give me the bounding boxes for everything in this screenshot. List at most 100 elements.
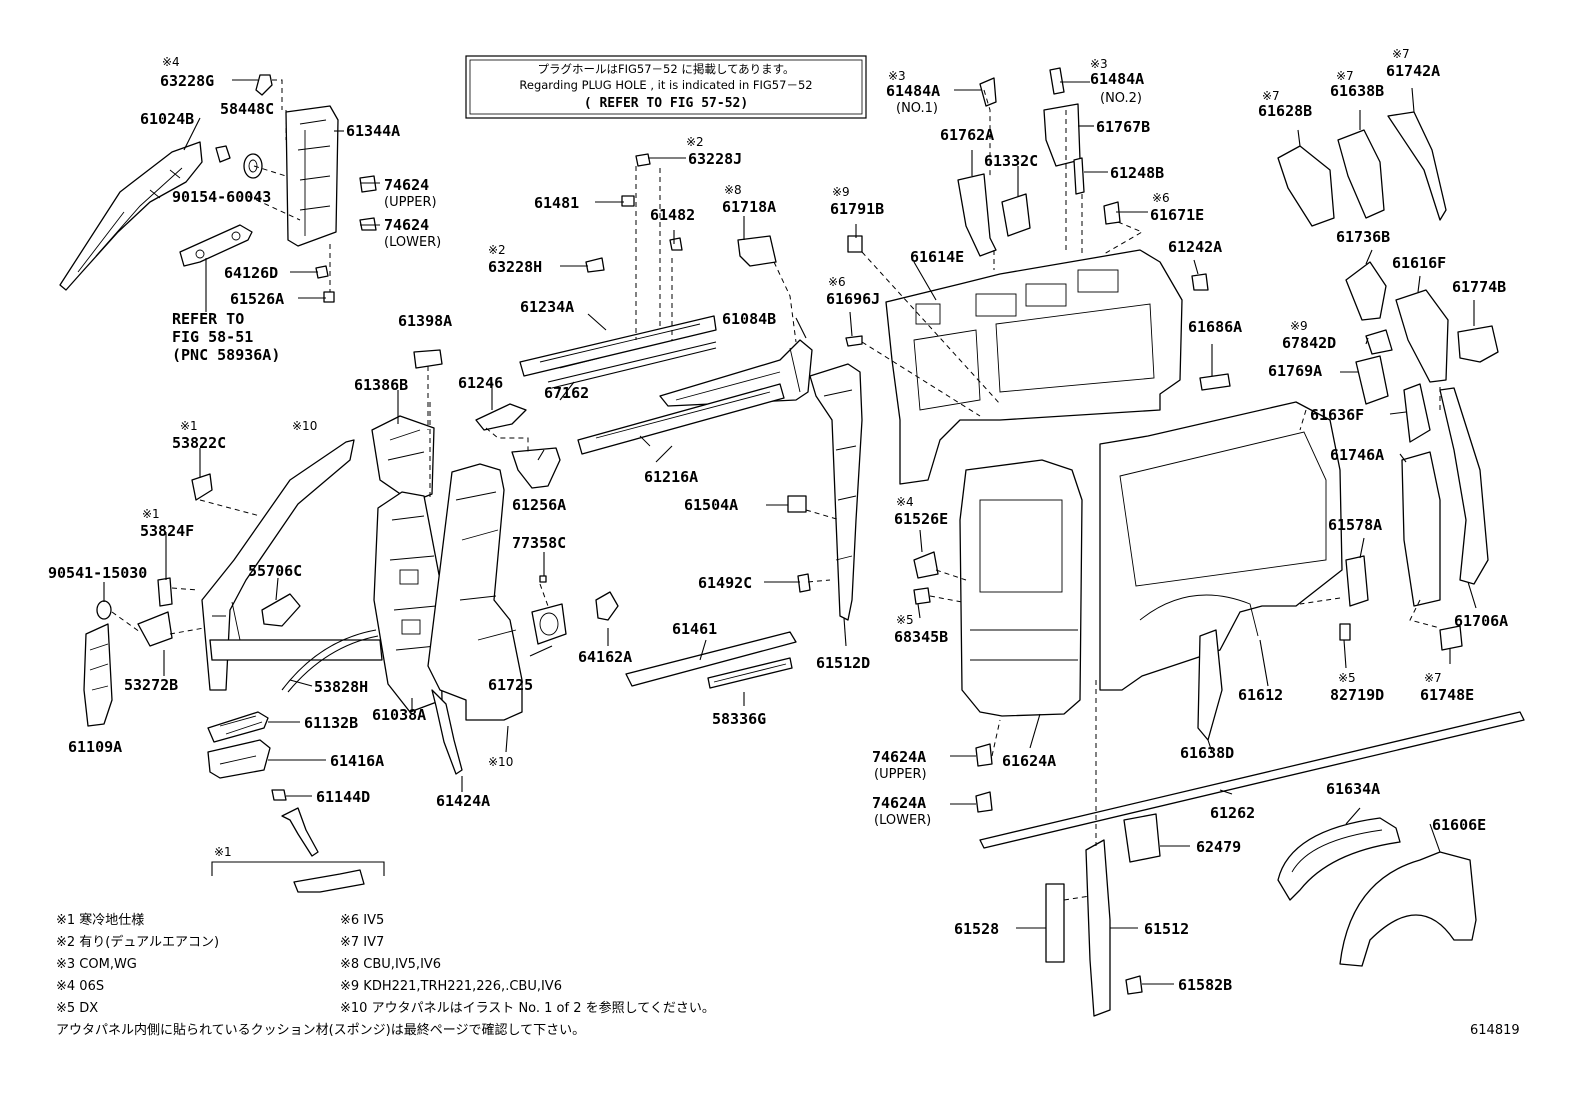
label-61482[interactable]: 61482 <box>650 206 695 224</box>
label-61706A[interactable]: 61706A <box>1454 612 1508 630</box>
label-61512[interactable]: 61512 <box>1144 920 1189 938</box>
label-61424A[interactable]: 61424A <box>436 792 490 810</box>
label-53272B[interactable]: 53272B <box>124 676 178 694</box>
label-61132B[interactable]: 61132B <box>304 714 358 732</box>
label-53828H[interactable]: 53828H <box>314 678 368 696</box>
label-61416A[interactable]: 61416A <box>330 752 384 770</box>
note-6: ※6 IV5 <box>340 913 384 928</box>
label-61526A[interactable]: 61526A <box>230 290 284 308</box>
part-61262-shape <box>979 711 1525 849</box>
label-74624A-lower[interactable]: 74624A <box>872 794 926 812</box>
label-63228G[interactable]: 63228G <box>160 72 214 90</box>
label-61256A[interactable]: 61256A <box>512 496 566 514</box>
refbox-line3: ( REFER TO FIG 57-52) <box>584 96 748 111</box>
label-61578A[interactable]: 61578A <box>1328 516 1382 534</box>
mark-1-bracket: ※1 <box>214 845 232 859</box>
part-61725-area-shape <box>427 463 523 721</box>
label-61344A[interactable]: 61344A <box>346 122 400 140</box>
label-61742A[interactable]: 61742A <box>1386 62 1440 80</box>
label-61748E[interactable]: 61748E <box>1420 686 1474 704</box>
label-61144D[interactable]: 61144D <box>316 788 370 806</box>
label-61109A[interactable]: 61109A <box>68 738 122 756</box>
part-61742A-shape <box>1387 111 1447 221</box>
label-61606E[interactable]: 61606E <box>1432 816 1486 834</box>
label-61398A[interactable]: 61398A <box>398 312 452 330</box>
label-61616F[interactable]: 61616F <box>1392 254 1446 272</box>
label-61769A[interactable]: 61769A <box>1268 362 1322 380</box>
mark-7-61742A: ※7 <box>1392 47 1410 61</box>
label-64162A[interactable]: 64162A <box>578 648 632 666</box>
label-61262[interactable]: 61262 <box>1210 804 1255 822</box>
label-74624A-upper-sub: (UPPER) <box>874 767 927 782</box>
label-62479[interactable]: 62479 <box>1196 838 1241 856</box>
label-68345B[interactable]: 68345B <box>894 628 948 646</box>
label-58448C[interactable]: 58448C <box>220 100 274 118</box>
label-61774B[interactable]: 61774B <box>1452 278 1506 296</box>
part-61512-shape <box>1085 839 1111 1017</box>
label-63228H[interactable]: 63228H <box>488 258 542 276</box>
label-61746A[interactable]: 61746A <box>1330 446 1384 464</box>
label-61671E[interactable]: 61671E <box>1150 206 1204 224</box>
part-61038A-shape <box>373 491 443 713</box>
label-61736B[interactable]: 61736B <box>1336 228 1390 246</box>
label-61504A[interactable]: 61504A <box>684 496 738 514</box>
mark-9-67842D: ※9 <box>1290 319 1308 333</box>
label-61638B[interactable]: 61638B <box>1330 82 1384 100</box>
label-61636F[interactable]: 61636F <box>1310 406 1364 424</box>
part-61634A-shape <box>1277 817 1401 901</box>
label-90541-15030[interactable]: 90541-15030 <box>48 564 147 582</box>
refbox-line1: プラグホールはFIG57－52 に掲載してあります。 <box>538 62 795 76</box>
label-61634A[interactable]: 61634A <box>1326 780 1380 798</box>
label-77358C[interactable]: 77358C <box>512 534 566 552</box>
label-61248B[interactable]: 61248B <box>1110 164 1164 182</box>
label-63228J[interactable]: 63228J <box>688 150 742 168</box>
label-74624-lower[interactable]: 74624 <box>384 216 429 234</box>
label-61512D[interactable]: 61512D <box>816 654 870 672</box>
label-61624A[interactable]: 61624A <box>1002 752 1056 770</box>
label-53824F[interactable]: 53824F <box>140 522 194 540</box>
label-61038A[interactable]: 61038A <box>372 706 426 724</box>
label-64126D[interactable]: 64126D <box>224 264 278 282</box>
label-61762A[interactable]: 61762A <box>940 126 994 144</box>
label-61791B[interactable]: 61791B <box>830 200 884 218</box>
part-61746A-shape <box>1401 451 1441 607</box>
label-90154-60043[interactable]: 90154-60043 <box>172 188 271 206</box>
label-61725[interactable]: 61725 <box>488 676 533 694</box>
label-61216A[interactable]: 61216A <box>644 468 698 486</box>
label-61582B[interactable]: 61582B <box>1178 976 1232 994</box>
label-61386B[interactable]: 61386B <box>354 376 408 394</box>
label-61686A[interactable]: 61686A <box>1188 318 1242 336</box>
label-61614E[interactable]: 61614E <box>910 248 964 266</box>
label-55706C[interactable]: 55706C <box>248 562 302 580</box>
label-61767B[interactable]: 61767B <box>1096 118 1150 136</box>
label-61242A[interactable]: 61242A <box>1168 238 1222 256</box>
label-61481[interactable]: 61481 <box>534 194 579 212</box>
label-61024B[interactable]: 61024B <box>140 110 194 128</box>
label-61526E[interactable]: 61526E <box>894 510 948 528</box>
label-53822C[interactable]: 53822C <box>172 434 226 452</box>
label-61492C[interactable]: 61492C <box>698 574 752 592</box>
label-61696J[interactable]: 61696J <box>826 290 880 308</box>
label-67162[interactable]: 67162 <box>544 384 589 402</box>
label-82719D[interactable]: 82719D <box>1330 686 1384 704</box>
label-61332C[interactable]: 61332C <box>984 152 1038 170</box>
label-74624A-upper[interactable]: 74624A <box>872 748 926 766</box>
label-61084B[interactable]: 61084B <box>722 310 776 328</box>
label-58336G[interactable]: 58336G <box>712 710 766 728</box>
label-61638D[interactable]: 61638D <box>1180 744 1234 762</box>
note-7: ※7 IV7 <box>340 935 384 950</box>
label-61234A[interactable]: 61234A <box>520 298 574 316</box>
label-61718A[interactable]: 61718A <box>722 198 776 216</box>
label-61484A-no2[interactable]: 61484A <box>1090 70 1144 88</box>
label-74624-upper[interactable]: 74624 <box>384 176 429 194</box>
label-67842D[interactable]: 67842D <box>1282 334 1336 352</box>
label-fig-58-51[interactable]: FIG 58-51 <box>172 328 253 346</box>
mark-2-63228H: ※2 <box>488 243 506 257</box>
label-61528[interactable]: 61528 <box>954 920 999 938</box>
mark-8-61718A: ※8 <box>724 183 742 197</box>
label-61484A-no1[interactable]: 61484A <box>886 82 940 100</box>
label-61612[interactable]: 61612 <box>1238 686 1283 704</box>
label-61461[interactable]: 61461 <box>672 620 717 638</box>
label-61246[interactable]: 61246 <box>458 374 503 392</box>
label-61628B[interactable]: 61628B <box>1258 102 1312 120</box>
